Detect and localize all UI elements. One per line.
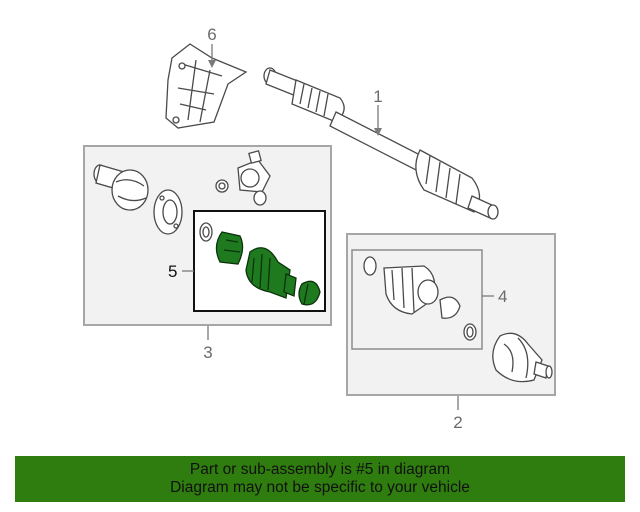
heat-shield-part xyxy=(166,44,246,128)
callout-5[interactable]: 5 xyxy=(168,262,177,281)
callout-2[interactable]: 2 xyxy=(453,413,462,432)
callout-1[interactable]: 1 xyxy=(373,87,382,106)
parts-diagram: 6 1 3 4 2 5 xyxy=(0,0,640,455)
banner-line-1: Part or sub-assembly is #5 in diagram xyxy=(190,461,450,479)
callout-3[interactable]: 3 xyxy=(203,343,212,362)
banner-line-2: Diagram may not be specific to your vehi… xyxy=(170,479,470,497)
info-banner: Part or sub-assembly is #5 in diagram Di… xyxy=(15,456,625,502)
flange-plate-part xyxy=(154,190,182,234)
callout-4[interactable]: 4 xyxy=(498,287,507,306)
callout-6[interactable]: 6 xyxy=(207,25,216,44)
